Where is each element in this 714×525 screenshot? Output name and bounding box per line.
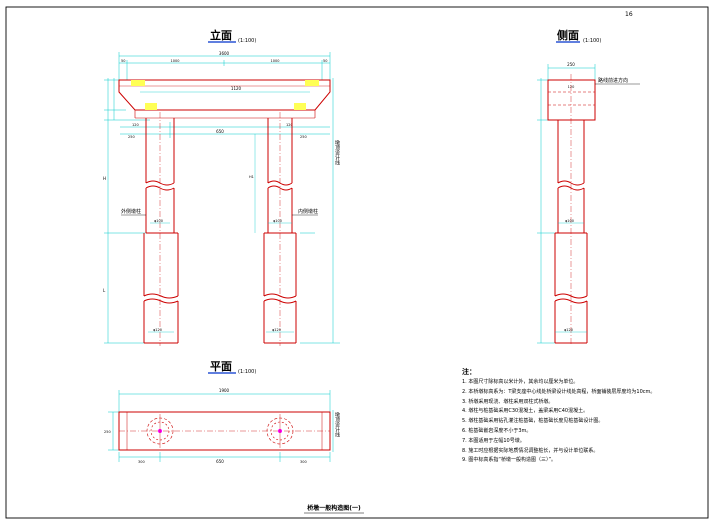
- plan-right-pile: [266, 414, 294, 448]
- side-view: 侧面 (1:100) 250 120 路线前进方向: [537, 28, 640, 346]
- left-pier-column: [143, 118, 179, 344]
- plan-cap-beam: [118, 411, 331, 451]
- dim-col-right: 120: [286, 123, 293, 127]
- note-line: 2. 本桥墩标高系为：T梁支座中心线处桥梁设计线处高程，桥面铺装层厚度均为10c…: [462, 388, 656, 395]
- side-title: 侧面: [557, 28, 579, 42]
- note-line: 5. 墩柱基础采用钻孔灌注桩基础，桩基础长度见桩基础设计图。: [462, 418, 604, 425]
- side-direction-callout: 路线前进方向: [598, 77, 628, 84]
- note-line: 3. 桥墩采用现浇、墩柱采用双柱式桥墩。: [462, 398, 554, 405]
- note-line: 9. 图中标高系指“桥墩一般构造图（三）”。: [462, 457, 557, 464]
- elevation-view: 立面 (1:100) 3600 50 50 1000 1000 H: [103, 28, 340, 346]
- note-line: 7. 本图适用于左幅10号墩。: [462, 437, 525, 444]
- dim-elev-col-dia-right: φ100: [273, 219, 282, 223]
- side-top-dims: [537, 64, 596, 344]
- page-number: 16: [625, 11, 633, 18]
- label-left-pier: 外侧墩柱: [121, 208, 141, 215]
- elevation-right-note: 墩顶设计线: [334, 139, 340, 165]
- dim-elev-height-H: H: [103, 176, 106, 181]
- cap-beam: [118, 79, 331, 119]
- plan-top-dims: [108, 390, 334, 462]
- plan-view: 平面 (1:100) 1900 250 300 650 300 墩顶设计线: [104, 360, 340, 464]
- dim-plan-mid: 650: [216, 459, 224, 464]
- elevation-column-dims: [120, 122, 330, 138]
- note-line: 6. 桩基础嵌岩深度不小于3m。: [462, 427, 532, 434]
- dim-elev-pile-dia-right: φ120: [272, 328, 281, 332]
- elevation-scale: (1:100): [238, 38, 256, 44]
- side-scale: (1:100): [583, 38, 601, 44]
- dim-plan-left: 300: [138, 460, 145, 464]
- dim-elev-right-end: 50: [323, 59, 327, 63]
- elevation-right-dims: [300, 78, 340, 344]
- plan-right-note: 墩顶设计线: [334, 411, 340, 437]
- dim-elev-h1: H1: [249, 175, 254, 179]
- dim-side-top: 250: [567, 62, 575, 67]
- side-cap-beam: [547, 79, 596, 121]
- dim-elev-total: 3600: [219, 51, 230, 56]
- dim-elev-pile-dia-left: φ120: [153, 328, 162, 332]
- dim-elev-col-dia-left: φ100: [154, 219, 163, 223]
- dim-side-col-dia: φ100: [565, 219, 574, 223]
- notes-block: 注： 1. 本图尺寸除标高以米计外，其余均以厘米为单位。 2. 本桥墩标高系为：…: [462, 367, 707, 466]
- dim-col-left: 120: [132, 123, 139, 127]
- notes-heading: 注：: [462, 368, 476, 376]
- elevation-left-dims: [104, 78, 150, 344]
- dim-plan-total: 1900: [219, 388, 230, 393]
- note-line: 8. 施工时应根据实际地质情况调整桩长，并与设计单位联系。: [462, 447, 599, 454]
- dim-elev-height-L: L: [103, 288, 106, 293]
- dim-plan-width: 250: [104, 430, 111, 434]
- plan-title: 平面: [210, 360, 232, 373]
- plan-left-pile: [146, 414, 174, 448]
- dim-plan-right: 300: [300, 460, 307, 464]
- plan-scale: (1:100): [238, 369, 256, 375]
- dim-side-pile-dia: φ120: [564, 328, 573, 332]
- elevation-top-dims: [118, 52, 331, 80]
- dim-elev-left-mid: 1000: [171, 59, 180, 63]
- note-line: 4. 墩柱与桩基础采用C30混凝土，盖梁采用C40混凝土。: [462, 408, 589, 415]
- dim-left-out: 250: [128, 135, 135, 139]
- sheet-frame: [5, 6, 709, 519]
- dim-elev-right-mid: 1000: [271, 59, 280, 63]
- dim-cap-inner: 1120: [231, 86, 242, 91]
- sheet-title: 桥墩一般构造图(一): [307, 504, 361, 512]
- dim-spacing: 650: [216, 129, 224, 134]
- elevation-title: 立面: [210, 28, 232, 42]
- label-right-pier: 内侧墩柱: [298, 208, 318, 215]
- dim-right-out: 250: [300, 135, 307, 139]
- dim-elev-left-end: 50: [121, 59, 125, 63]
- note-line: 1. 本图尺寸除标高以米计外，其余均以厘米为单位。: [462, 379, 579, 385]
